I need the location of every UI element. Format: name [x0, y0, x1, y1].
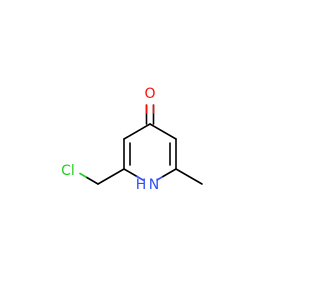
nitrogen-label: N	[149, 177, 159, 193]
bond-c5-c4	[149, 123, 177, 140]
bond-c2-n1-black	[123, 168, 138, 178]
bond-n1-c6-black	[162, 168, 177, 178]
nitrogen-hydrogen-label: H	[136, 177, 147, 193]
bond-c2-n1-blue	[136, 175, 144, 181]
structure-canvas: O Cl N H	[61, 86, 203, 193]
bond-n1-c6-blue	[156, 175, 164, 181]
bond-c2-ch2	[97, 168, 125, 185]
bond-ch2-cl-green	[79, 172, 87, 178]
bond-group	[79, 104, 203, 185]
chlorine-label: Cl	[61, 163, 75, 179]
bond-c6-methyl	[175, 168, 203, 185]
bond-ch2-cl-black	[85, 176, 99, 185]
oxygen-label: O	[144, 86, 155, 102]
molecule-structure: O Cl N H	[61, 86, 203, 193]
bond-c4-c3	[123, 123, 151, 140]
